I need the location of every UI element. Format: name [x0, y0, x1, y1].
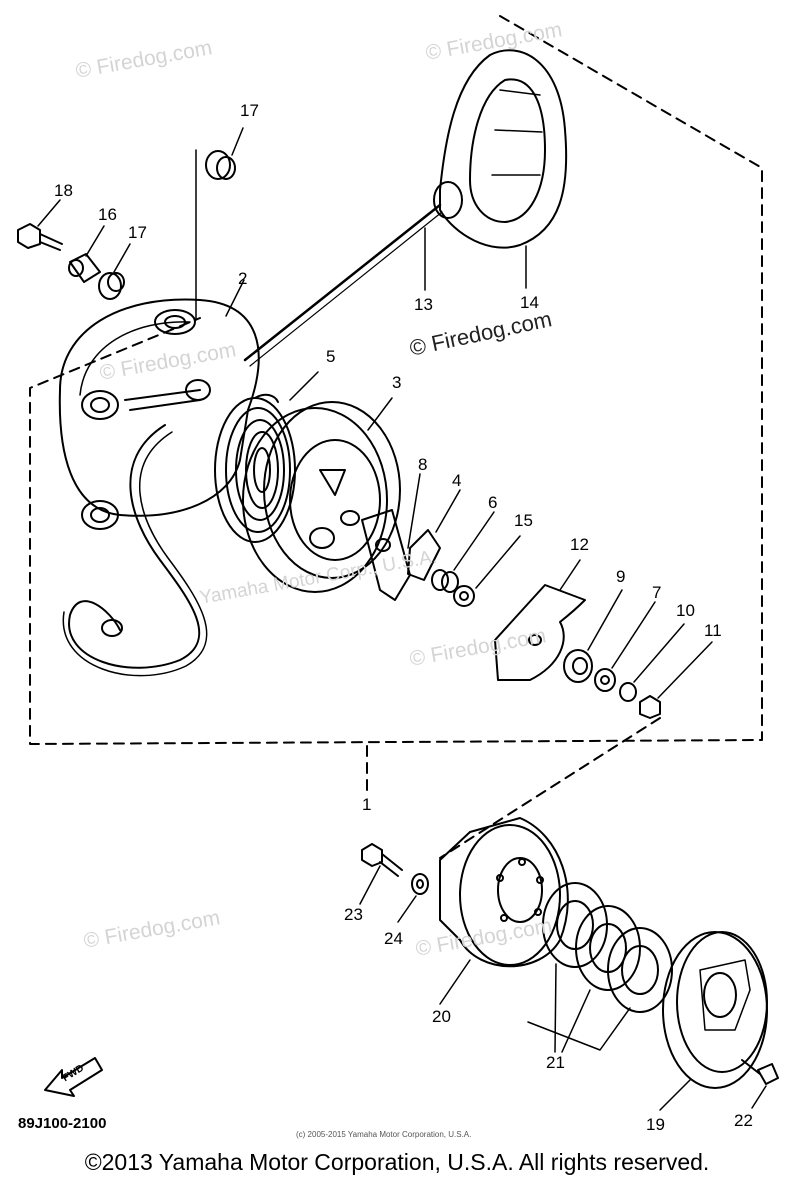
- part-label-13: 13: [414, 295, 433, 314]
- bushing-9: [563, 589, 623, 683]
- part-label-14: 14: [520, 293, 539, 312]
- screw-22: [741, 1059, 779, 1109]
- part-label-4: 4: [452, 471, 462, 490]
- bolt-18: [17, 199, 63, 251]
- small-copyright: (c) 2005-2015 Yamaha Motor Corporation, …: [296, 1130, 472, 1139]
- leader-11: [439, 717, 661, 859]
- collar-16: [68, 225, 105, 283]
- part-label-17: 17: [128, 223, 147, 242]
- assembly-boundary: [29, 15, 763, 745]
- collar-17-top: [195, 127, 244, 321]
- washer-7: [594, 601, 656, 692]
- washer-24: [397, 873, 429, 923]
- starter-rope-13: [62, 203, 443, 677]
- guide-plate-12: [494, 559, 586, 681]
- fwd-arrow-icon: [44, 1057, 103, 1097]
- part-label-6: 6: [488, 493, 498, 512]
- pawl-8: [361, 473, 421, 601]
- part-label-9: 9: [616, 567, 626, 586]
- ratchet-4: [407, 489, 461, 581]
- part-label-7: 7: [652, 583, 662, 602]
- sheave-drum-3: [242, 397, 401, 593]
- part-label-17: 17: [240, 101, 259, 120]
- part-label-23: 23: [344, 905, 363, 924]
- diagram-part-code: 89J100-2100: [18, 1115, 107, 1132]
- part-label-10: 10: [676, 601, 695, 620]
- part-label-2: 2: [238, 269, 248, 288]
- spring-6: [431, 511, 495, 593]
- part-label-15: 15: [514, 511, 533, 530]
- copyright-footer: ©2013 Yamaha Motor Corporation, U.S.A. A…: [84, 1149, 710, 1175]
- part-label-24: 24: [384, 929, 403, 948]
- collar-17-left: [98, 243, 131, 300]
- washer-15: [453, 535, 521, 607]
- part-label-21: 21: [546, 1053, 565, 1072]
- part-label-5: 5: [326, 347, 336, 366]
- part-label-1: 1: [362, 795, 372, 814]
- part-label-3: 3: [392, 373, 402, 392]
- cover-plate-19: [659, 931, 768, 1111]
- starter-handle-14: [433, 49, 568, 289]
- part-label-8: 8: [418, 455, 428, 474]
- part-label-19: 19: [646, 1115, 665, 1134]
- part-label-12: 12: [570, 535, 589, 554]
- part-label-16: 16: [98, 205, 117, 224]
- part-label-11: 11: [704, 621, 722, 640]
- nut-11: [639, 641, 713, 719]
- washer-10: [619, 623, 685, 702]
- part-label-22: 22: [734, 1111, 753, 1130]
- shims-21: [527, 882, 673, 1053]
- bolt-23: [359, 843, 403, 905]
- starter-case-2: [58, 279, 260, 530]
- part-label-18: 18: [54, 181, 73, 200]
- part-label-20: 20: [432, 1007, 451, 1026]
